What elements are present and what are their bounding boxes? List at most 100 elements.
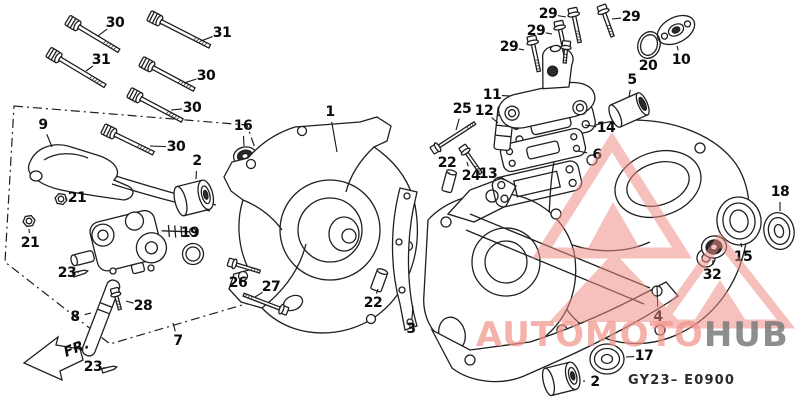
seal-art [589,343,625,375]
leader-line [85,65,94,72]
part-label-31: 31 [212,25,232,41]
bolt-art [567,6,583,44]
bushing-art [608,92,650,128]
bolt-art [242,292,290,316]
leader-line [242,135,245,147]
part-label-9: 9 [38,117,48,133]
bolt-art [100,123,156,156]
leader-line [254,291,263,298]
part-label-29: 29 [538,6,558,22]
part-label-31: 31 [91,52,111,68]
part-label-19: 19 [180,225,200,241]
part-label-21: 21 [20,235,40,251]
part-label-4: 4 [653,309,663,325]
bolt-art [596,3,615,38]
part-label-27: 27 [261,279,281,295]
leader-line [676,45,679,51]
part-code: GY23– E0900 [628,373,736,388]
pump-bolt-art [109,267,117,275]
leader-line [497,176,506,181]
bolt-art [64,15,121,54]
leader-line [628,89,631,98]
part-label-16: 16 [233,118,253,134]
cover-art [27,144,217,212]
o-ring-art [637,31,661,59]
crankcase-left-art [223,116,419,334]
leader-line [46,134,53,148]
leader-line [172,322,176,332]
pin-art [100,365,119,374]
part-label-3: 3 [406,321,416,337]
part-label-28: 28 [133,298,153,314]
part-label-10: 10 [671,52,691,68]
roller-art [173,179,215,217]
leader-line [557,15,567,18]
part-label-32: 32 [702,267,722,283]
gasket-art [391,187,418,331]
leader-line [170,108,183,111]
part-label-26: 26 [228,275,248,291]
seal-art [181,242,205,266]
leader-line [518,48,525,51]
part-label-14: 14 [596,120,616,136]
part-label-24: 24 [461,168,481,184]
part-label-1: 1 [325,104,335,120]
tube-art [81,279,121,357]
oil-pump-art [70,209,197,275]
part-label-2: 2 [590,374,600,390]
dowel-art [370,268,389,293]
part-label-11: 11 [482,87,502,103]
part-label-30: 30 [166,139,186,155]
leader-line [656,285,659,308]
bolt-art [560,40,572,64]
leader-line [84,312,92,316]
bolt-art [429,120,477,155]
bolt-art [138,56,196,93]
part-label-29: 29 [621,9,641,25]
part-label-25: 25 [452,101,472,117]
flange-art [656,14,696,46]
part-label-12: 12 [474,103,494,119]
leader-line [97,28,108,37]
leader-line [200,36,213,42]
leader-line [740,242,743,248]
bolt-art [109,286,123,311]
bolt-art [526,34,542,73]
leader-line [183,78,197,84]
part-label-2: 2 [192,153,202,169]
leader-line [125,300,134,304]
part-label-23: 23 [57,265,77,281]
part-label-15: 15 [733,249,753,265]
part-label-30: 30 [182,100,202,116]
part-label-23: 23 [83,359,103,375]
leader-line [375,288,379,294]
part-label-13: 13 [478,166,498,182]
leader-line [545,32,553,35]
part-label-22: 22 [437,155,457,171]
leader-line [331,121,338,153]
bolt-art [45,47,107,89]
part-label-30: 30 [105,15,125,31]
part-label-20: 20 [638,58,658,74]
leader-line [491,117,499,124]
part-label-7: 7 [173,333,183,349]
part-label-30: 30 [196,68,216,84]
bolt-art [126,87,184,124]
part-label-6: 6 [592,147,602,163]
leader-line [466,161,469,167]
bolt-art [146,10,212,49]
bolt-art [458,143,484,176]
bolt-art [226,257,262,274]
pump-bolt-art [147,264,155,272]
part-label-21: 21 [67,190,87,206]
leader-line [611,17,622,20]
part-label-8: 8 [70,309,80,325]
part-label-29: 29 [499,39,519,55]
part-label-29: 29 [526,23,546,39]
leader-line [455,118,460,131]
roller-art [541,361,581,397]
nut-art [22,214,36,228]
leader-line [584,124,597,128]
part-label-5: 5 [627,72,637,88]
